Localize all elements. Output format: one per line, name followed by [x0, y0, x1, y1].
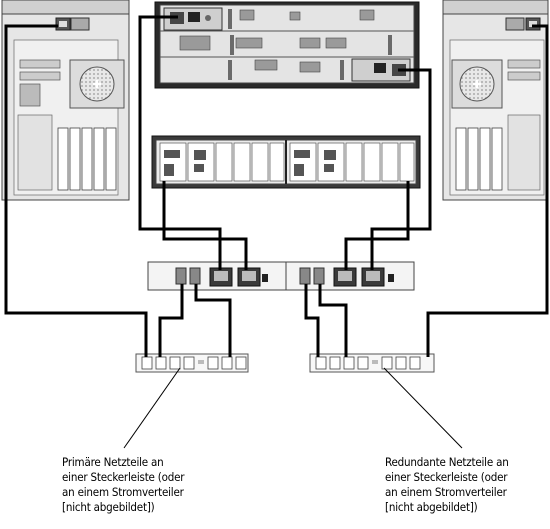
caption-left-line-3: an einem Stromverteiler [62, 485, 184, 499]
cable-module-left-a [158, 284, 184, 357]
power-cables [4, 15, 549, 357]
cable-rack-psu-redundant [370, 68, 432, 270]
caption-left-line-1: Primäre Netzteile an [62, 455, 164, 469]
cable-module-right-a [304, 284, 320, 357]
storage-enclosure [151, 135, 421, 189]
caption-primary-power-supplies: Primäre Netzteile an einer Steckerleiste… [62, 455, 185, 515]
cable-module-right-b [318, 284, 348, 357]
cable-right-tower-redundant [426, 24, 549, 357]
cable-left-tower-primary [4, 24, 148, 357]
caption-right-line-4: [nicht abgebildet]) [385, 500, 478, 514]
caption-redundant-power-supplies: Redundante Netzteile an einer Steckerlei… [385, 455, 509, 515]
power-strip-left [135, 353, 249, 373]
leader-line-left [123, 367, 181, 449]
caption-right-line-2: einer Steckerleiste (oder [385, 470, 508, 484]
right-tower-server [442, 0, 549, 201]
rack-server-top [154, 1, 420, 89]
enclosure-power-module [147, 261, 415, 291]
cable-rack-psu-primary [138, 15, 222, 270]
caption-right-line-3: an einem Stromverteiler [385, 485, 507, 499]
leader-line-right [383, 367, 463, 449]
power-strip-right [309, 353, 435, 373]
caption-left-line-2: einer Steckerleiste (oder [62, 470, 185, 484]
left-tower-server [1, 0, 130, 201]
caption-left-line-4: [nicht abgebildet]) [62, 500, 155, 514]
cable-module-left-b [194, 284, 232, 357]
cable-enclosure-left [162, 181, 248, 270]
caption-right-line-1: Redundante Netzteile an [385, 455, 509, 469]
cable-enclosure-right [344, 181, 410, 270]
